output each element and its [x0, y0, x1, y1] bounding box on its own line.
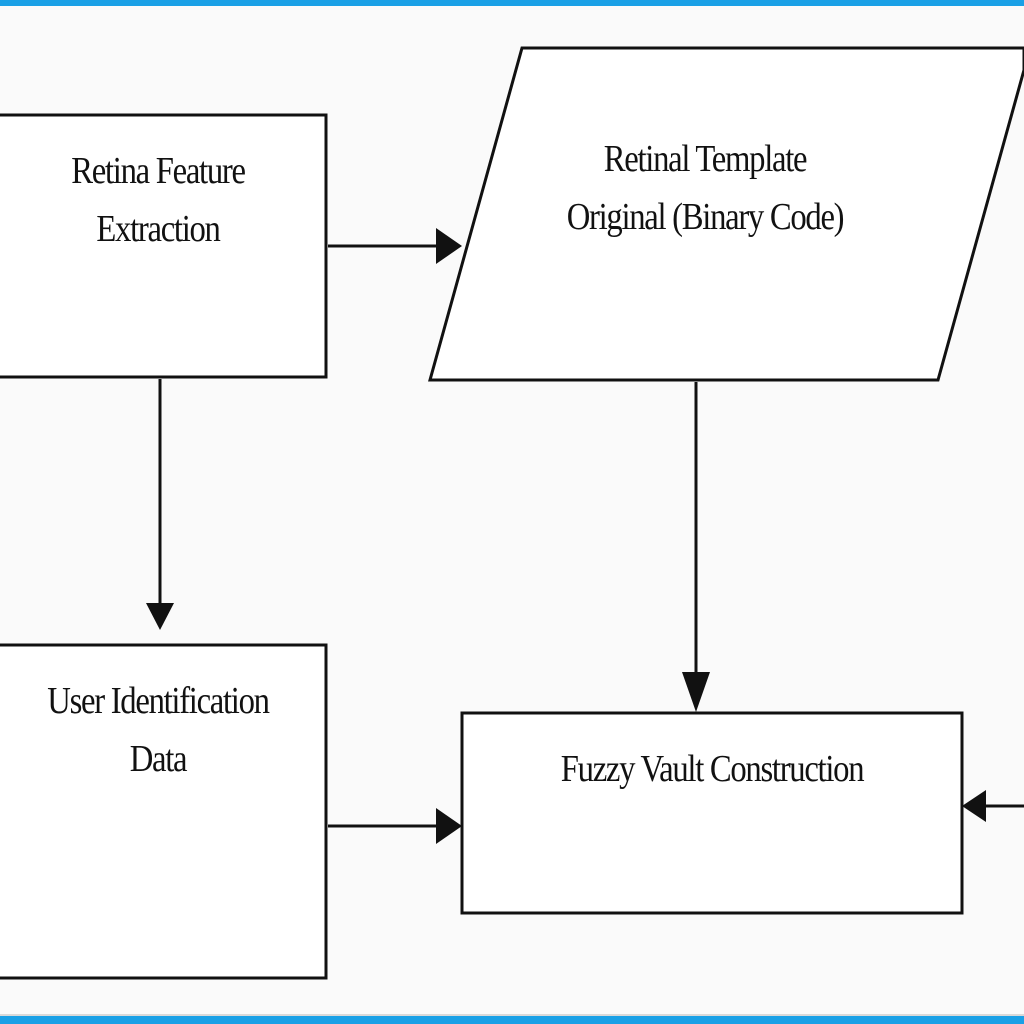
retinal-template-line2: Original (Binary Code) — [566, 196, 845, 238]
feature-extraction-line1: Retina Feature — [71, 150, 246, 192]
user-identification-line1: User Identification — [47, 680, 270, 722]
fuzzy-vault-line1: Fuzzy Vault Construction — [560, 748, 865, 790]
feature-extraction-box — [0, 113, 328, 379]
fuzzy-vault-label: Fuzzy Vault Construction — [497, 740, 927, 798]
bottom-frame-bar — [0, 1016, 1024, 1024]
feature-extraction-label: Retina Feature Extraction — [20, 142, 295, 258]
arrow-template-to-fuzzy-vault — [682, 382, 710, 712]
user-identification-label: User Identification Data — [12, 672, 304, 788]
feature-extraction-line2: Extraction — [96, 208, 221, 250]
user-identification-box — [0, 643, 328, 980]
arrow-extraction-to-template — [328, 228, 462, 264]
retinal-template-label: Retinal Template Original (Binary Code) — [546, 130, 864, 246]
arrow-extraction-to-user-data — [146, 379, 174, 630]
retinal-template-line1: Retinal Template — [603, 138, 808, 180]
retinal-template-parallelogram — [428, 46, 1024, 382]
bottom-frame-divider — [0, 1014, 1024, 1016]
fuzzy-vault-box — [460, 711, 964, 915]
arrow-user-data-to-fuzzy-vault — [328, 808, 462, 844]
top-frame-bar — [0, 0, 1024, 6]
user-identification-line2: Data — [129, 738, 188, 780]
arrow-right-input-to-fuzzy-vault — [962, 790, 1024, 822]
